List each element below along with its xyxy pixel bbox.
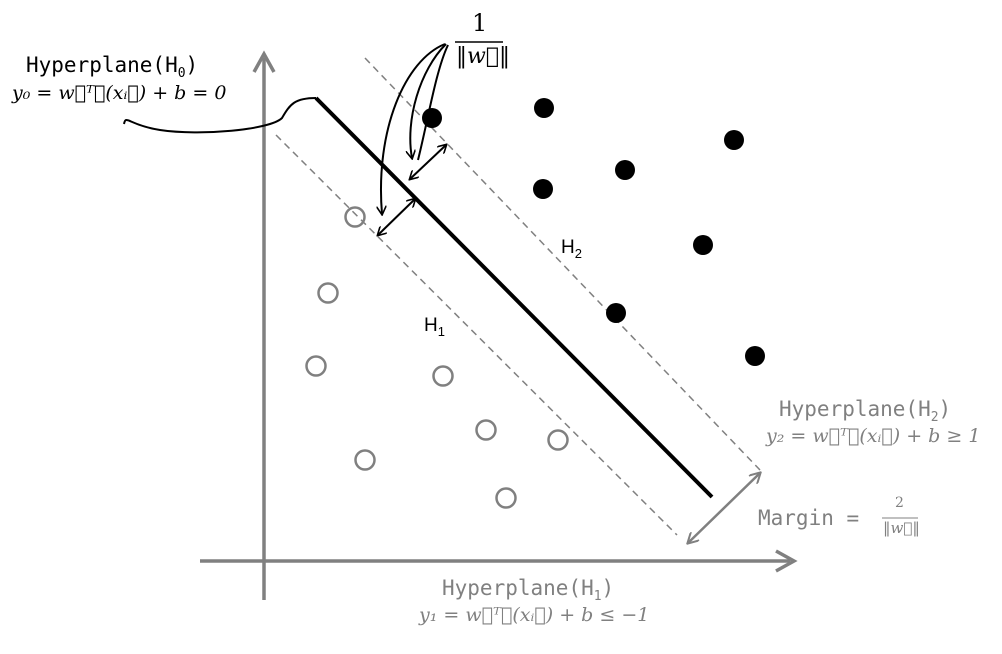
h1-label-sub: 1 [437, 323, 445, 339]
hyperplane-h2-title: Hyperplane(H2) [779, 397, 952, 426]
data-point-filled [724, 130, 744, 150]
hyperplane-h1-equation: y₁ = w⃗ᵀ∅(xᵢ⃗) + b ≤ −1 [419, 604, 650, 626]
h2-label-sub: 2 [574, 245, 582, 261]
data-point-filled [615, 160, 635, 180]
data-point-open [495, 487, 517, 509]
data-point-filled [606, 303, 626, 323]
data-point-open [344, 206, 366, 228]
norm-fraction-denominator: ‖w⃗‖ [456, 44, 511, 69]
h2-label: H2 [561, 238, 582, 260]
axes [200, 50, 798, 600]
data-point-open [432, 365, 454, 387]
hyperplane-h0-title: Hyperplane(H0) [26, 53, 199, 82]
data-point-filled [693, 235, 713, 255]
h1-label: H1 [424, 316, 445, 338]
h2-label-text: H [561, 237, 575, 258]
hyperplane-h0-equation: y₀ = w⃗ᵀ∅(xᵢ⃗) + b = 0 [12, 82, 227, 104]
data-point-filled [534, 98, 554, 118]
y-axis-arrow-icon [252, 50, 276, 73]
distance-arrow-h1 [378, 199, 415, 235]
data-point-filled [533, 179, 553, 199]
data-point-open [354, 449, 376, 471]
hyperplane-h2-title-close: ) [938, 397, 952, 421]
hyperplane-h2-title-text: Hyperplane(H [779, 397, 931, 421]
hyperplane-h0-title-close: ) [185, 53, 199, 77]
hyperplane-h1-dashed-line [275, 134, 678, 536]
distance-arrow-h2 [410, 145, 446, 179]
data-point-open [475, 419, 497, 441]
hyperplane-h0-pointer-curve [123, 97, 317, 134]
data-point-open [547, 429, 569, 451]
data-point-filled [745, 346, 765, 366]
hyperplane-h2-title-sub: 2 [930, 410, 939, 426]
norm-fraction-numerator: 1 [472, 9, 488, 37]
hyperplane-h1-title: Hyperplane(H1) [442, 576, 615, 605]
margin-arrow [688, 473, 760, 543]
norm-pointer-arrow-2 [410, 43, 447, 158]
margin-fraction-denominator: ‖w⃗‖ [883, 519, 920, 537]
hyperplane-h0-title-text: Hyperplane(H [26, 53, 178, 77]
hyperplane-h0-line [314, 96, 714, 499]
positive-class-points [422, 98, 765, 366]
margin-label: Margin = [758, 506, 860, 530]
hyperplane-h1-title-close: ) [601, 576, 615, 600]
norm-pointer-arrow-3 [417, 44, 449, 161]
data-point-open [317, 282, 339, 304]
hyperplane-h0-title-sub: 0 [177, 66, 186, 82]
hyperplane-h1-title-sub: 1 [593, 589, 602, 605]
norm-pointer-arrow-1 [381, 43, 446, 214]
data-point-filled [422, 108, 442, 128]
hyperplane-h2-equation: y₂ = w⃗ᵀ∅(xᵢ⃗) + b ≥ 1 [766, 425, 981, 447]
hyperplane-h1-title-text: Hyperplane(H [442, 576, 594, 600]
margin-fraction-numerator: 2 [895, 495, 904, 511]
h1-label-text: H [424, 315, 438, 336]
x-axis-arrow-icon [775, 549, 798, 573]
negative-class-points [305, 206, 569, 509]
data-point-open [305, 355, 327, 377]
